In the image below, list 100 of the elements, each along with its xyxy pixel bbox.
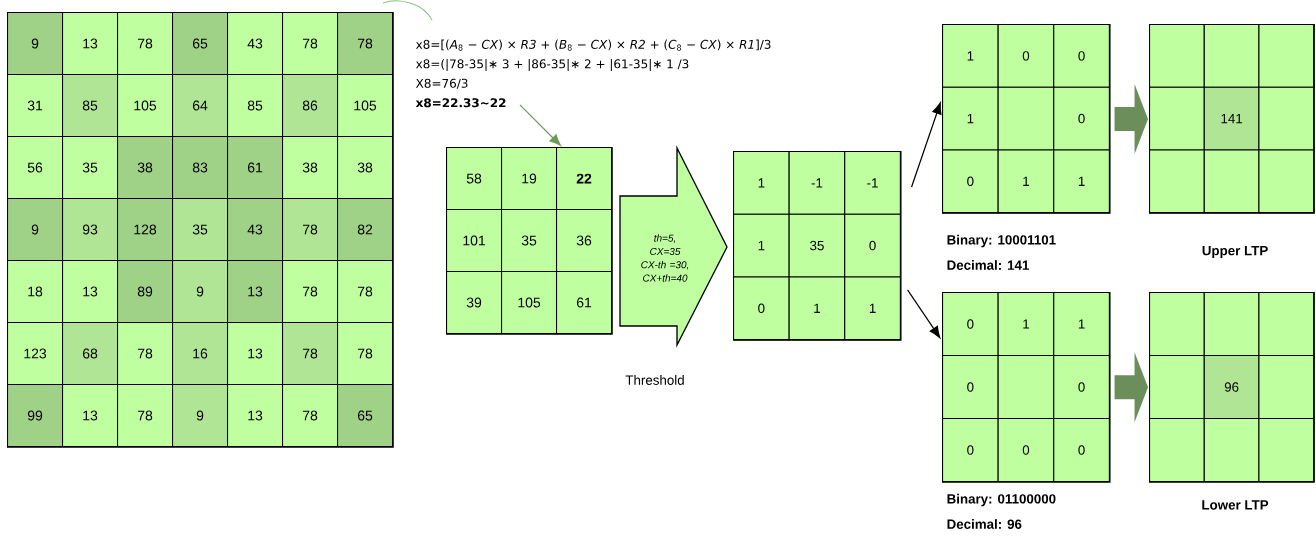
caption-text: Decimal: 96: [947, 519, 1022, 529]
grid-cell: 78: [337, 12, 394, 76]
grid-cell: 0: [1053, 355, 1110, 420]
grid-cell: -1: [844, 151, 901, 215]
grid-cell: 1: [942, 24, 999, 88]
grid-cell: 56: [7, 136, 64, 200]
grid-cell: 0: [997, 418, 1055, 483]
grid-cell: 128: [117, 198, 174, 262]
grid-cell: 85: [62, 74, 119, 138]
block-arrow: [1114, 83, 1148, 154]
grid-cell: [1258, 292, 1315, 357]
grid-cell: [1149, 418, 1205, 483]
caption-text: Lower LTP: [1202, 500, 1269, 510]
caption-text: Threshold: [625, 375, 684, 385]
grid-cell: 96: [1203, 355, 1260, 420]
grid-cell: [1258, 418, 1315, 483]
grid-cell: 35: [788, 213, 846, 278]
grid-cell: 0: [844, 213, 901, 278]
grid-cell: 78: [117, 384, 174, 448]
grid-cell: 0: [942, 355, 999, 420]
grid-cell: 68: [62, 322, 119, 386]
grid-cell: 65: [172, 12, 229, 76]
grid-cell: 1: [997, 292, 1055, 357]
grid-cell: [1149, 149, 1205, 214]
grid-cell: 1: [788, 276, 846, 341]
grid-cell: 43: [227, 198, 284, 262]
grid-cell: 0: [733, 276, 790, 341]
grid-cell: [1203, 418, 1260, 483]
grid-cell: 1: [997, 149, 1055, 214]
grid-cell: 1: [844, 276, 901, 341]
grid-cell: 0: [1053, 24, 1110, 88]
grid-cell: 105: [337, 74, 394, 138]
grid-cell: 78: [282, 384, 339, 448]
grid-cell: 78: [282, 12, 339, 76]
grid-cell: 123: [7, 322, 64, 386]
grid-cell: 9: [7, 198, 64, 262]
grid-cell: 36: [556, 209, 613, 273]
arrow: [910, 102, 942, 188]
arrow: [519, 104, 561, 146]
grid-cell: 19: [501, 147, 558, 211]
caption-text: Binary: 01100000: [947, 493, 1056, 507]
grid-cell: 78: [117, 12, 174, 76]
grid-cell: 35: [172, 198, 229, 262]
grid-cell: 13: [227, 322, 284, 386]
grid-cell: 1: [733, 213, 790, 278]
grid-cell: -1: [788, 151, 846, 215]
grid-cell: 78: [282, 198, 339, 262]
grid-cell: 85: [227, 74, 284, 138]
grid-cell: 9: [172, 260, 229, 324]
grid-cell: 105: [501, 271, 558, 335]
grid-cell: 0: [942, 149, 999, 214]
grid-cell: 18: [7, 260, 64, 324]
grid-cell: [1203, 292, 1260, 357]
grid-cell: 89: [117, 260, 174, 324]
grid-cell: 35: [501, 209, 558, 273]
grid-cell: 86: [282, 74, 339, 138]
grid-cell: 0: [942, 292, 999, 357]
caption-text: Decimal: 141: [947, 260, 1029, 270]
grid-cell: [1149, 86, 1205, 151]
grid-cell: 0: [1053, 418, 1110, 483]
formula-text: x8=[(A$_{8}$ − CX) × R3 + (B$_{8}$ − CX) × R2 + (C$_{8}$ − CX) × R1]/3 x8=(|78-35|∗ 3 + |86-35|∗ 2 + |61-35|∗ 1 /3 X8=76/3 x8=22.33~22: [415, 39, 771, 108]
grid-cell: [1258, 86, 1315, 151]
grid-cell: 1: [1053, 149, 1110, 214]
grid-cell: 1: [942, 86, 999, 151]
grid-cell: 78: [337, 322, 394, 386]
grid-cell: 0: [997, 24, 1055, 88]
grid-cell: 38: [282, 136, 339, 200]
grid-cell: [1258, 24, 1315, 88]
grid-cell: 83: [172, 136, 229, 200]
grid-cell: [1258, 355, 1315, 420]
grid-cell: [1203, 149, 1260, 214]
grid-cell: 1: [733, 151, 790, 215]
grid-cell: 101: [446, 209, 503, 273]
grid-cell: [1203, 24, 1260, 88]
grid-cell: 141: [1203, 86, 1260, 151]
grid-cell: 9: [172, 384, 229, 448]
grid-cell: 78: [337, 260, 394, 324]
grid-cell: 61: [227, 136, 284, 200]
grid-cell: 78: [282, 322, 339, 386]
arrow: [906, 289, 941, 339]
grid-cell: [1149, 355, 1205, 420]
grid-cell: 78: [117, 322, 174, 386]
grid-cell: 0: [1053, 86, 1110, 151]
grid-cell: 13: [227, 384, 284, 448]
grid-cell: 13: [227, 260, 284, 324]
grid-cell: 105: [117, 74, 174, 138]
grid-cell: 1: [1053, 292, 1110, 357]
grid-cell: 38: [117, 136, 174, 200]
grid-cell: 39: [446, 271, 503, 335]
grid-cell: 13: [62, 384, 119, 448]
grid-cell: 16: [172, 322, 229, 386]
grid-cell: [1149, 24, 1205, 88]
block-arrow: [1114, 352, 1148, 423]
grid-cell: 35: [62, 136, 119, 200]
grid-cell: 61: [556, 271, 613, 335]
grid-cell: 13: [62, 12, 119, 76]
grid-cell: [1149, 292, 1205, 357]
grid-cell: 9: [7, 12, 64, 76]
grid-cell: 31: [7, 74, 64, 138]
grid-cell: [997, 355, 1055, 420]
